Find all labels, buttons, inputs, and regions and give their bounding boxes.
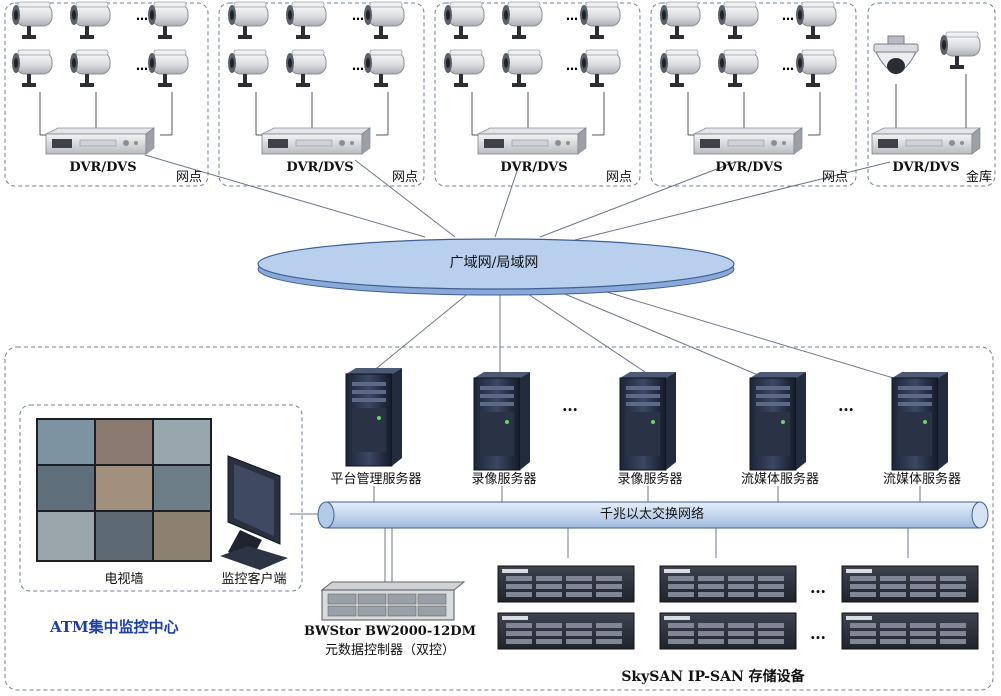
client-box [19, 404, 303, 592]
wan-cloud [257, 238, 735, 296]
svg-text:…: … [782, 59, 794, 73]
camera-icon [285, 1, 327, 40]
camera-icon [69, 1, 111, 40]
camera-icon [795, 1, 837, 40]
site-1-tag: 网点 [176, 170, 203, 185]
site-group-2: … … [227, 1, 405, 155]
storage-rack-icon [841, 612, 979, 650]
site-1-device-label: DVR/DVS [69, 160, 137, 175]
camera-icon [795, 49, 837, 88]
server-icon [345, 367, 403, 467]
tv-wall-label: 电视墙 [104, 572, 144, 587]
center-title: ATM集中监控中心 [50, 618, 179, 636]
svg-text:…: … [136, 59, 148, 73]
tv-wall-icon [36, 418, 212, 562]
wan-links [144, 154, 901, 381]
backbone-pipe [317, 501, 989, 529]
camera-icon [363, 1, 405, 40]
camera-icon [147, 49, 189, 88]
camera-icon [579, 1, 621, 40]
camera-icon [939, 31, 981, 70]
site-group-1: … … [11, 1, 189, 155]
storage-rack-icon [497, 565, 635, 603]
vault-device-label: DVR/DVS [892, 160, 960, 175]
dome-camera-icon [873, 35, 919, 74]
server-label-3: 录像服务器 [617, 472, 683, 487]
controller-description: 元数据控制器（双控） [324, 643, 456, 658]
dvr-icon [45, 127, 155, 155]
center-box [4, 346, 994, 691]
server-icon [619, 371, 677, 471]
server-label-4: 流媒体服务器 [740, 472, 820, 487]
svg-text:…: … [782, 9, 794, 23]
dvr-icon [261, 127, 371, 155]
camera-icon [11, 49, 53, 88]
camera-icon [363, 49, 405, 88]
camera-icon [147, 1, 189, 40]
server-icon [749, 371, 807, 471]
site-3-device-label: DVR/DVS [500, 160, 568, 175]
site-group-3: … … [443, 1, 621, 155]
site-2-device-label: DVR/DVS [286, 160, 354, 175]
storage-rack-icon [659, 565, 797, 603]
monitor-icon [220, 455, 288, 570]
site-box-1 [4, 2, 209, 187]
storage-ellipsis-1: … [810, 578, 826, 597]
camera-icon [443, 49, 485, 88]
site-3-tag: 网点 [606, 170, 633, 185]
site-group-vault [871, 31, 981, 155]
server-icon [891, 371, 949, 471]
server-label-2: 录像服务器 [471, 472, 537, 487]
site-boxes [4, 2, 996, 187]
site-4-device-label: DVR/DVS [715, 160, 783, 175]
svg-text:…: … [566, 59, 578, 73]
svg-text:…: … [352, 59, 364, 73]
camera-icon [11, 1, 53, 40]
dvr-icon [477, 127, 587, 155]
camera-icon [501, 1, 543, 40]
site-box-2 [218, 2, 425, 187]
camera-icon [717, 49, 759, 88]
camera-icon [285, 49, 327, 88]
site-box-4 [650, 2, 857, 187]
site-2-tag: 网点 [392, 170, 419, 185]
camera-icon [717, 1, 759, 40]
site-group-4: … … [659, 1, 837, 155]
wan-label: 广域网/局域网 [449, 255, 539, 271]
metadata-controller-icon [320, 581, 466, 621]
site-box-3 [434, 2, 641, 187]
storage-ellipsis-2: … [810, 624, 826, 643]
servers-ellipsis-2: … [838, 396, 854, 415]
controller-model: BWStor BW2000-12DM [304, 624, 476, 639]
server-label-1: 平台管理服务器 [330, 472, 422, 487]
site-4-tag: 网点 [822, 170, 849, 185]
camera-icon [227, 49, 269, 88]
server-label-5: 流媒体服务器 [882, 472, 962, 487]
camera-icon [443, 1, 485, 40]
camera-icon [659, 49, 701, 88]
svg-text:…: … [566, 9, 578, 23]
vault-tag: 金库 [966, 170, 993, 185]
storage-label: SkySAN IP-SAN 存储设备 [621, 669, 805, 685]
storage-rack-icon [841, 565, 979, 603]
camera-icon [69, 49, 111, 88]
storage-rack-icon [497, 612, 635, 650]
backbone-label: 千兆以太交换网络 [599, 507, 705, 522]
svg-text:…: … [136, 9, 148, 23]
camera-icon [659, 1, 701, 40]
site-box-vault [867, 2, 996, 187]
svg-text:…: … [352, 9, 364, 23]
client-label: 监控客户端 [221, 572, 287, 587]
camera-icon [579, 49, 621, 88]
server-icon [473, 371, 531, 471]
server-links [290, 486, 921, 588]
dvr-icon [693, 127, 803, 155]
camera-icon [501, 49, 543, 88]
storage-rack-icon [659, 612, 797, 650]
dvr-icon [871, 127, 981, 155]
camera-icon [227, 1, 269, 40]
servers-ellipsis-1: … [562, 396, 578, 415]
